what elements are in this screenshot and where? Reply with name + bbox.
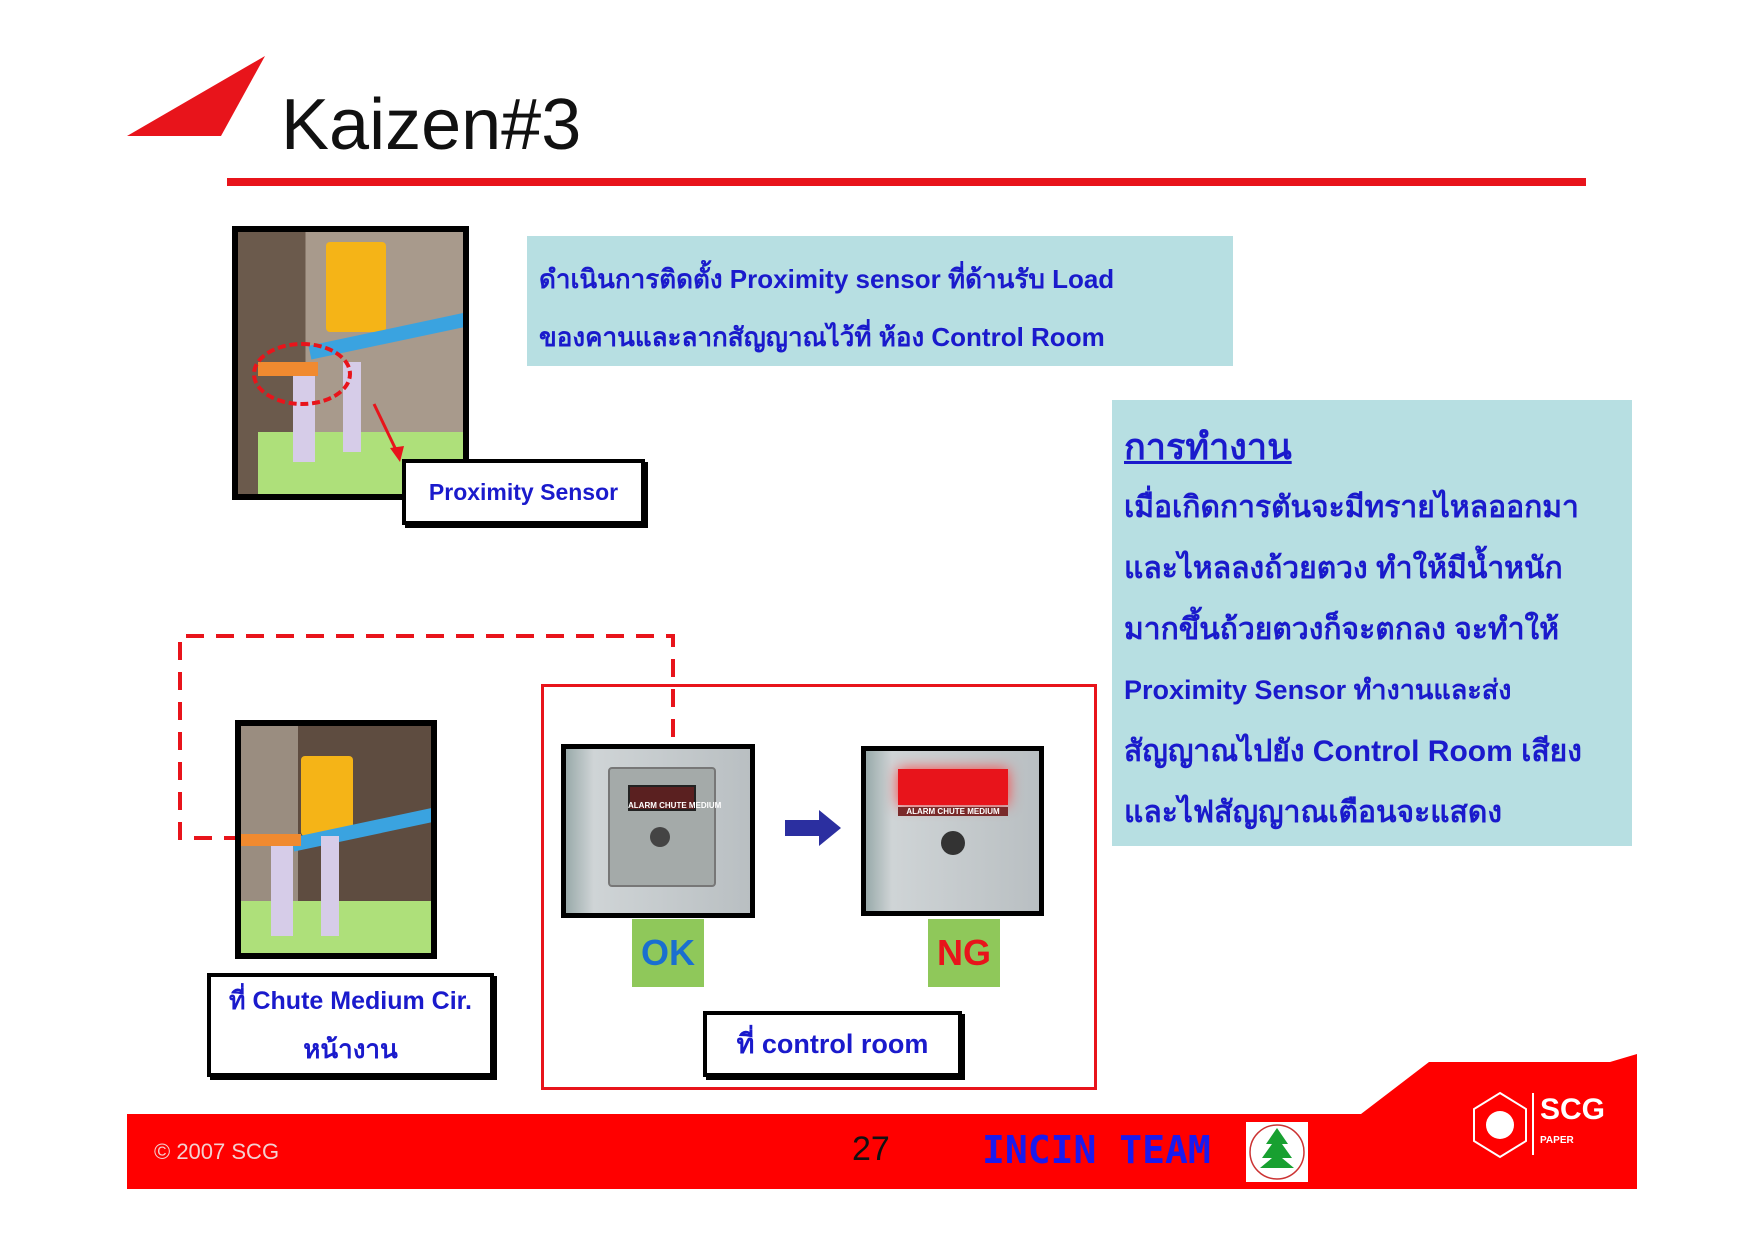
operation-box: การทำงาน เมื่อเกิดการตันจะมีทรายไหลออกมา…	[1112, 400, 1632, 846]
scg-logo: SCG PAPER	[1470, 1091, 1610, 1159]
page-title: Kaizen#3	[281, 85, 582, 165]
title-divider	[227, 178, 1586, 186]
operation-line: และไฟสัญญาณเตือนจะแสดง	[1124, 796, 1503, 829]
status-ng: NG	[928, 919, 1000, 987]
operation-line: มากขึ้นถ้วยตวงก็จะตกลง จะทำให้	[1124, 613, 1559, 646]
copyright: © 2007 SCG	[154, 1139, 280, 1164]
title-triangle-logo	[127, 56, 265, 136]
scg-sub: PAPER	[1540, 1135, 1574, 1146]
alarm-panel-ng-photo: ALARM CHUTE MEDIUM	[861, 746, 1044, 916]
location-line: หน้างาน	[303, 1034, 398, 1064]
operation-line: Proximity Sensor ทำงานและส่ง	[1124, 675, 1512, 705]
control-room-label: ที่ control room	[703, 1011, 962, 1077]
alarm-panel-label: ALARM CHUTE MEDIUM	[898, 807, 1008, 816]
sensor-photo-top	[232, 226, 469, 500]
team-name: INCIN TEAM	[982, 1128, 1211, 1172]
page-number: 27	[852, 1130, 890, 1168]
alarm-panel-label: ALARM CHUTE MEDIUM	[628, 801, 722, 810]
proximity-sensor-label: Proximity Sensor	[402, 459, 645, 525]
control-room-frame	[541, 684, 1097, 1090]
operation-line: สัญญาณไปยัง Control Room เสียง	[1124, 735, 1582, 768]
team-tree-logo	[1246, 1122, 1308, 1182]
description-box: ดำเนินการติดตั้ง Proximity sensor ที่ด้า…	[527, 236, 1233, 366]
status-ok: OK	[632, 919, 704, 987]
location-line: ที่ Chute Medium Cir.	[229, 987, 472, 1015]
description-line: ของคานและลากสัญญาณไว้ที่ ห้อง Control Ro…	[539, 322, 1105, 352]
operation-heading: การทำงาน	[1124, 426, 1292, 467]
alarm-panel-ok-photo: ALARM CHUTE MEDIUM	[561, 744, 755, 918]
description-line: ดำเนินการติดตั้ง Proximity sensor ที่ด้า…	[539, 264, 1115, 294]
pointer-arrow	[372, 403, 404, 462]
operation-line: เมื่อเกิดการตันจะมีทรายไหลออกมา	[1124, 491, 1579, 524]
operation-line: และไหลลงถ้วยตวง ทำให้มีน้ำหนัก	[1124, 552, 1563, 585]
sensor-photo-site	[235, 720, 437, 959]
scg-brand: SCG	[1540, 1093, 1606, 1126]
location-label: ที่ Chute Medium Cir. หน้างาน	[207, 973, 494, 1077]
right-arrow-icon	[785, 810, 841, 846]
